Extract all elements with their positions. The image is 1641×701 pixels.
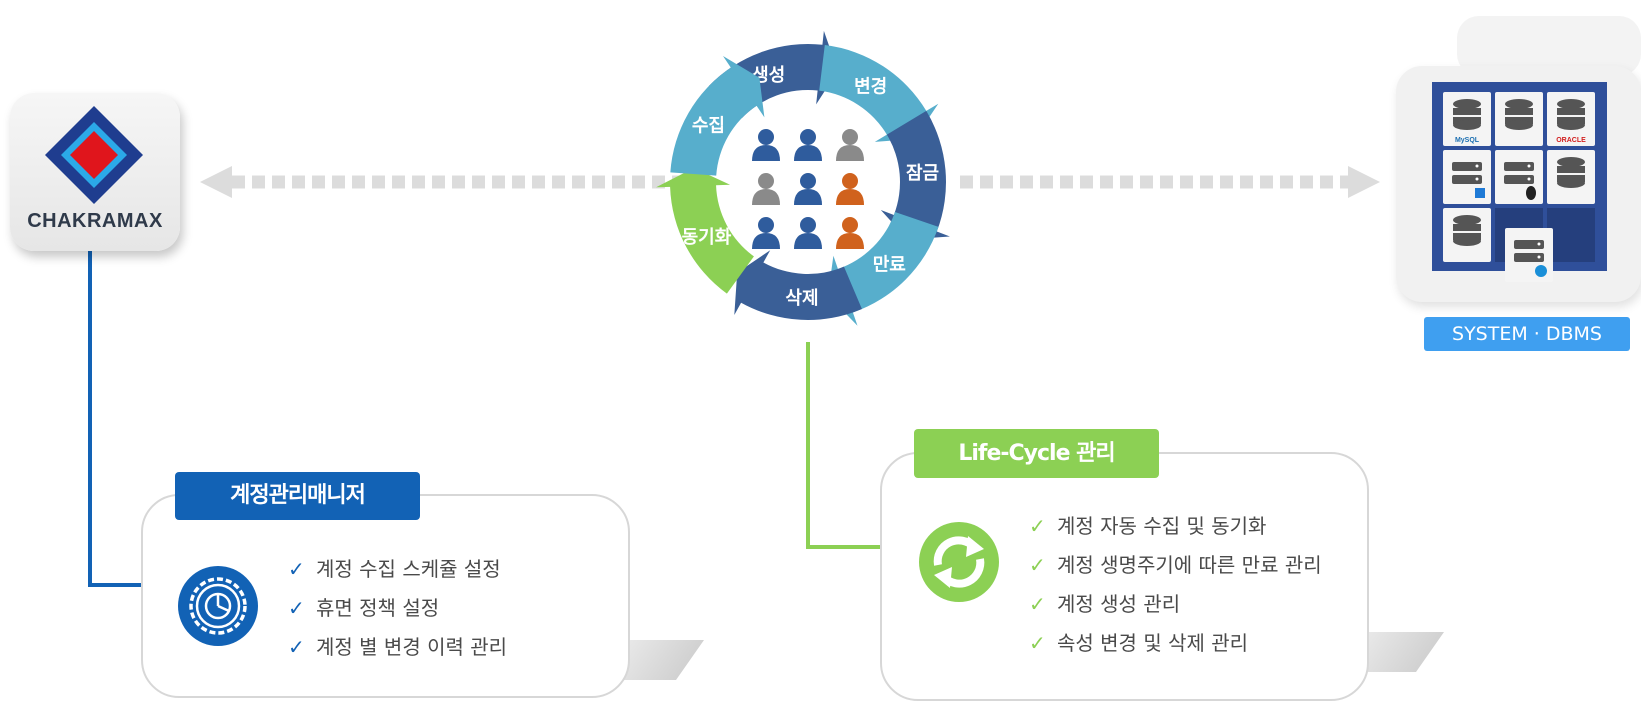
cycle-stage-label: 동기화 — [682, 227, 732, 248]
cycle-stage-label: 잠금 — [906, 163, 939, 184]
cycle-segment-arrow — [734, 250, 862, 320]
list-item: ✓속성 변경 및 삭제 관리 — [1029, 624, 1322, 663]
hp-server-icon — [1505, 228, 1553, 282]
refresh-sync-icon — [919, 522, 999, 602]
user-icon — [794, 129, 822, 161]
gear-chart-icon — [178, 566, 258, 646]
check-icon: ✓ — [288, 635, 305, 659]
user-icon — [752, 217, 780, 249]
check-icon: ✓ — [1029, 631, 1046, 655]
list-item: ✓휴면 정책 설정 — [288, 589, 507, 628]
list-item: ✓계정 생성 관리 — [1029, 585, 1322, 624]
cycle-segment-arrow — [880, 110, 950, 240]
dbms-label: SYSTEM · DBMS — [1424, 317, 1630, 351]
cycle-segment-arrow — [670, 55, 765, 176]
left-dashed-arrow — [200, 166, 700, 198]
check-icon: ✓ — [288, 557, 305, 581]
check-icon: ✓ — [288, 596, 305, 620]
database-icon — [1443, 208, 1491, 262]
dbms-icons: MySQL ORACLE — [1432, 82, 1607, 282]
db-brand-caption: ORACLE — [1556, 137, 1586, 144]
user-icon — [836, 217, 864, 249]
oracle-database-icon: ORACLE — [1547, 92, 1595, 146]
cycle-stage-label: 수집 — [692, 116, 725, 137]
check-icon: ✓ — [1029, 553, 1046, 577]
cycle-stage-label: 만료 — [873, 254, 906, 275]
check-icon: ✓ — [1029, 592, 1046, 616]
lifecycle-list: ✓계정 자동 수집 및 동기화 ✓계정 생명주기에 따른 만료 관리 ✓계정 생… — [1029, 507, 1322, 663]
cycle-stage-label: 삭제 — [785, 288, 818, 309]
lifecycle-title: Life-Cycle 관리 — [914, 429, 1159, 478]
cycle-segment-arrow — [656, 167, 754, 294]
user-icon — [836, 129, 864, 161]
check-icon: ✓ — [1029, 514, 1046, 538]
database-icon — [1547, 150, 1595, 204]
account-manager-title: 계정관리매니저 — [175, 472, 420, 520]
user-icon — [752, 173, 780, 205]
right-dashed-arrow — [960, 166, 1380, 198]
windows-server-icon — [1443, 150, 1491, 204]
list-item: ✓계정 자동 수집 및 동기화 — [1029, 507, 1322, 546]
list-item: ✓계정 별 변경 이력 관리 — [288, 628, 507, 667]
database-icon — [1495, 92, 1543, 146]
cycle-segment-arrow — [819, 45, 939, 142]
db-brand-caption: MySQL — [1455, 137, 1480, 144]
mysql-database-icon: MySQL — [1443, 92, 1491, 146]
green-connector-line — [806, 342, 880, 549]
user-icon — [794, 217, 822, 249]
list-item: ✓계정 수집 스케쥴 설정 — [288, 550, 507, 589]
list-item: ✓계정 생명주기에 따른 만료 관리 — [1029, 546, 1322, 585]
blue-connector-line — [88, 248, 141, 587]
linux-server-icon — [1495, 150, 1543, 204]
user-icon — [836, 173, 864, 205]
cycle-stage-label: 생성 — [752, 65, 785, 86]
chakramax-logo-text: CHAKRAMAX — [27, 210, 163, 232]
user-icon — [752, 129, 780, 161]
empty-tile — [1547, 208, 1595, 262]
cycle-stage-label: 변경 — [854, 77, 887, 98]
user-icon — [794, 173, 822, 205]
account-manager-list: ✓계정 수집 스케쥴 설정 ✓휴면 정책 설정 ✓계정 별 변경 이력 관리 — [288, 550, 507, 667]
